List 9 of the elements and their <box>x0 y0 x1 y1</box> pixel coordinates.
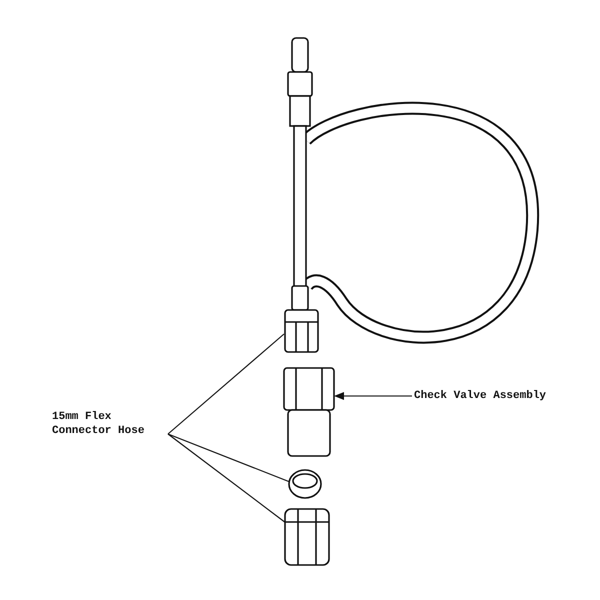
leader-line <box>168 434 286 524</box>
part-label: Check Valve Assembly <box>414 389 554 403</box>
part-label: 15mm Flex Connector Hose <box>52 410 164 438</box>
arrow <box>334 392 412 400</box>
leader-line <box>168 334 284 434</box>
leader-line <box>168 433 290 483</box>
washer-drawing <box>287 468 323 501</box>
check-valve-drawing <box>280 364 338 459</box>
compression-nut-drawing <box>282 506 332 568</box>
